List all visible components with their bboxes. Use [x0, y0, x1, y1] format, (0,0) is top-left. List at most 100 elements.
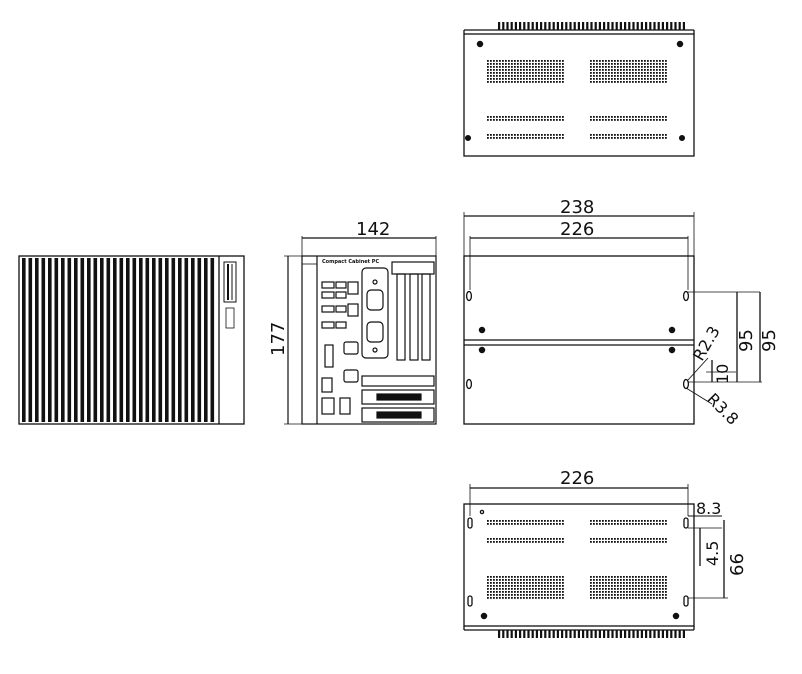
vent-hole	[505, 594, 507, 596]
vent-hole	[659, 579, 661, 581]
vent-hole	[641, 75, 643, 77]
vent-hole	[511, 579, 513, 581]
vent-hole	[499, 66, 501, 68]
vent-hole	[644, 137, 646, 139]
vent-hole	[611, 69, 613, 71]
front-height-label: 177	[268, 322, 289, 356]
vent-hole	[520, 594, 522, 596]
vent-hole	[653, 541, 655, 543]
vent-hole	[487, 579, 489, 581]
vent-hole	[647, 541, 649, 543]
vent-hole	[632, 597, 634, 599]
vent-hole	[562, 591, 564, 593]
vent-hole	[599, 597, 601, 599]
vent-hole	[638, 137, 640, 139]
vent-hole	[502, 119, 504, 121]
vent-hole	[559, 538, 561, 540]
vent-hole	[659, 520, 661, 522]
vent-hole	[526, 75, 528, 77]
fin	[573, 630, 576, 638]
vent-hole	[526, 134, 528, 136]
vent-hole	[596, 582, 598, 584]
vent-hole	[505, 523, 507, 525]
vent-hole	[644, 582, 646, 584]
vent-hole	[490, 116, 492, 118]
fin	[657, 22, 660, 30]
vent-hole	[605, 582, 607, 584]
vent-hole	[508, 75, 510, 77]
vent-hole	[605, 137, 607, 139]
vent-hole	[638, 69, 640, 71]
vent-hole	[632, 134, 634, 136]
vent-hole	[487, 591, 489, 593]
vent-hole	[593, 63, 595, 65]
vent-hole	[544, 582, 546, 584]
fin	[645, 22, 648, 30]
vent-hole	[541, 78, 543, 80]
vent-hole	[541, 66, 543, 68]
vent-hole	[538, 520, 540, 522]
vent-hole	[544, 576, 546, 578]
vent-hole	[496, 78, 498, 80]
side-label-plate	[223, 261, 237, 303]
vent-hole	[644, 119, 646, 121]
vent-hole	[544, 78, 546, 80]
fin	[565, 22, 568, 30]
fin	[178, 258, 182, 422]
vent-hole	[638, 541, 640, 543]
vent-hole	[562, 60, 564, 62]
vent-hole	[553, 579, 555, 581]
vent-hole	[493, 78, 495, 80]
vent-hole	[593, 116, 595, 118]
fin	[611, 22, 614, 30]
vent-hole	[641, 588, 643, 590]
fin	[41, 258, 46, 422]
fin	[100, 258, 104, 422]
vent-hole	[490, 582, 492, 584]
vent-hole	[493, 541, 495, 543]
vent-hole	[605, 541, 607, 543]
vent-hole	[638, 582, 640, 584]
vent-hole	[547, 75, 549, 77]
vent-hole	[647, 520, 649, 522]
vent-hole	[544, 594, 546, 596]
vent-hole	[508, 538, 510, 540]
vent-hole	[490, 594, 492, 596]
vent-hole	[493, 582, 495, 584]
fin	[54, 258, 59, 422]
fin	[653, 630, 656, 638]
vent-hole	[532, 66, 534, 68]
vent-hole	[665, 588, 667, 590]
vent-hole	[529, 119, 531, 121]
vent-hole	[535, 66, 537, 68]
vent-hole	[599, 591, 601, 593]
vent-hole	[617, 538, 619, 540]
vent-hole	[511, 81, 513, 83]
vent-hole	[550, 72, 552, 74]
vent-hole	[511, 520, 513, 522]
vent-hole	[559, 60, 561, 62]
vent-hole	[526, 69, 528, 71]
vent-hole	[562, 541, 564, 543]
vent-hole	[605, 116, 607, 118]
vent-hole	[650, 69, 652, 71]
vent-hole	[544, 585, 546, 587]
fin	[678, 630, 681, 638]
vent-hole	[520, 66, 522, 68]
front-panel-title: Compact Cabinet PC	[322, 259, 379, 265]
vent-hole	[544, 69, 546, 71]
vent-hole	[638, 594, 640, 596]
fin	[577, 630, 580, 638]
vent-hole	[487, 72, 489, 74]
vent-hole	[505, 520, 507, 522]
fin	[569, 22, 572, 30]
vent-hole	[665, 63, 667, 65]
vent-hole	[523, 576, 525, 578]
vent-hole	[665, 134, 667, 136]
vent-hole	[541, 137, 543, 139]
vent-hole	[653, 579, 655, 581]
vent-hole	[665, 81, 667, 83]
usb-port	[321, 305, 335, 313]
vent-hole	[553, 576, 555, 578]
vent-hole	[617, 594, 619, 596]
